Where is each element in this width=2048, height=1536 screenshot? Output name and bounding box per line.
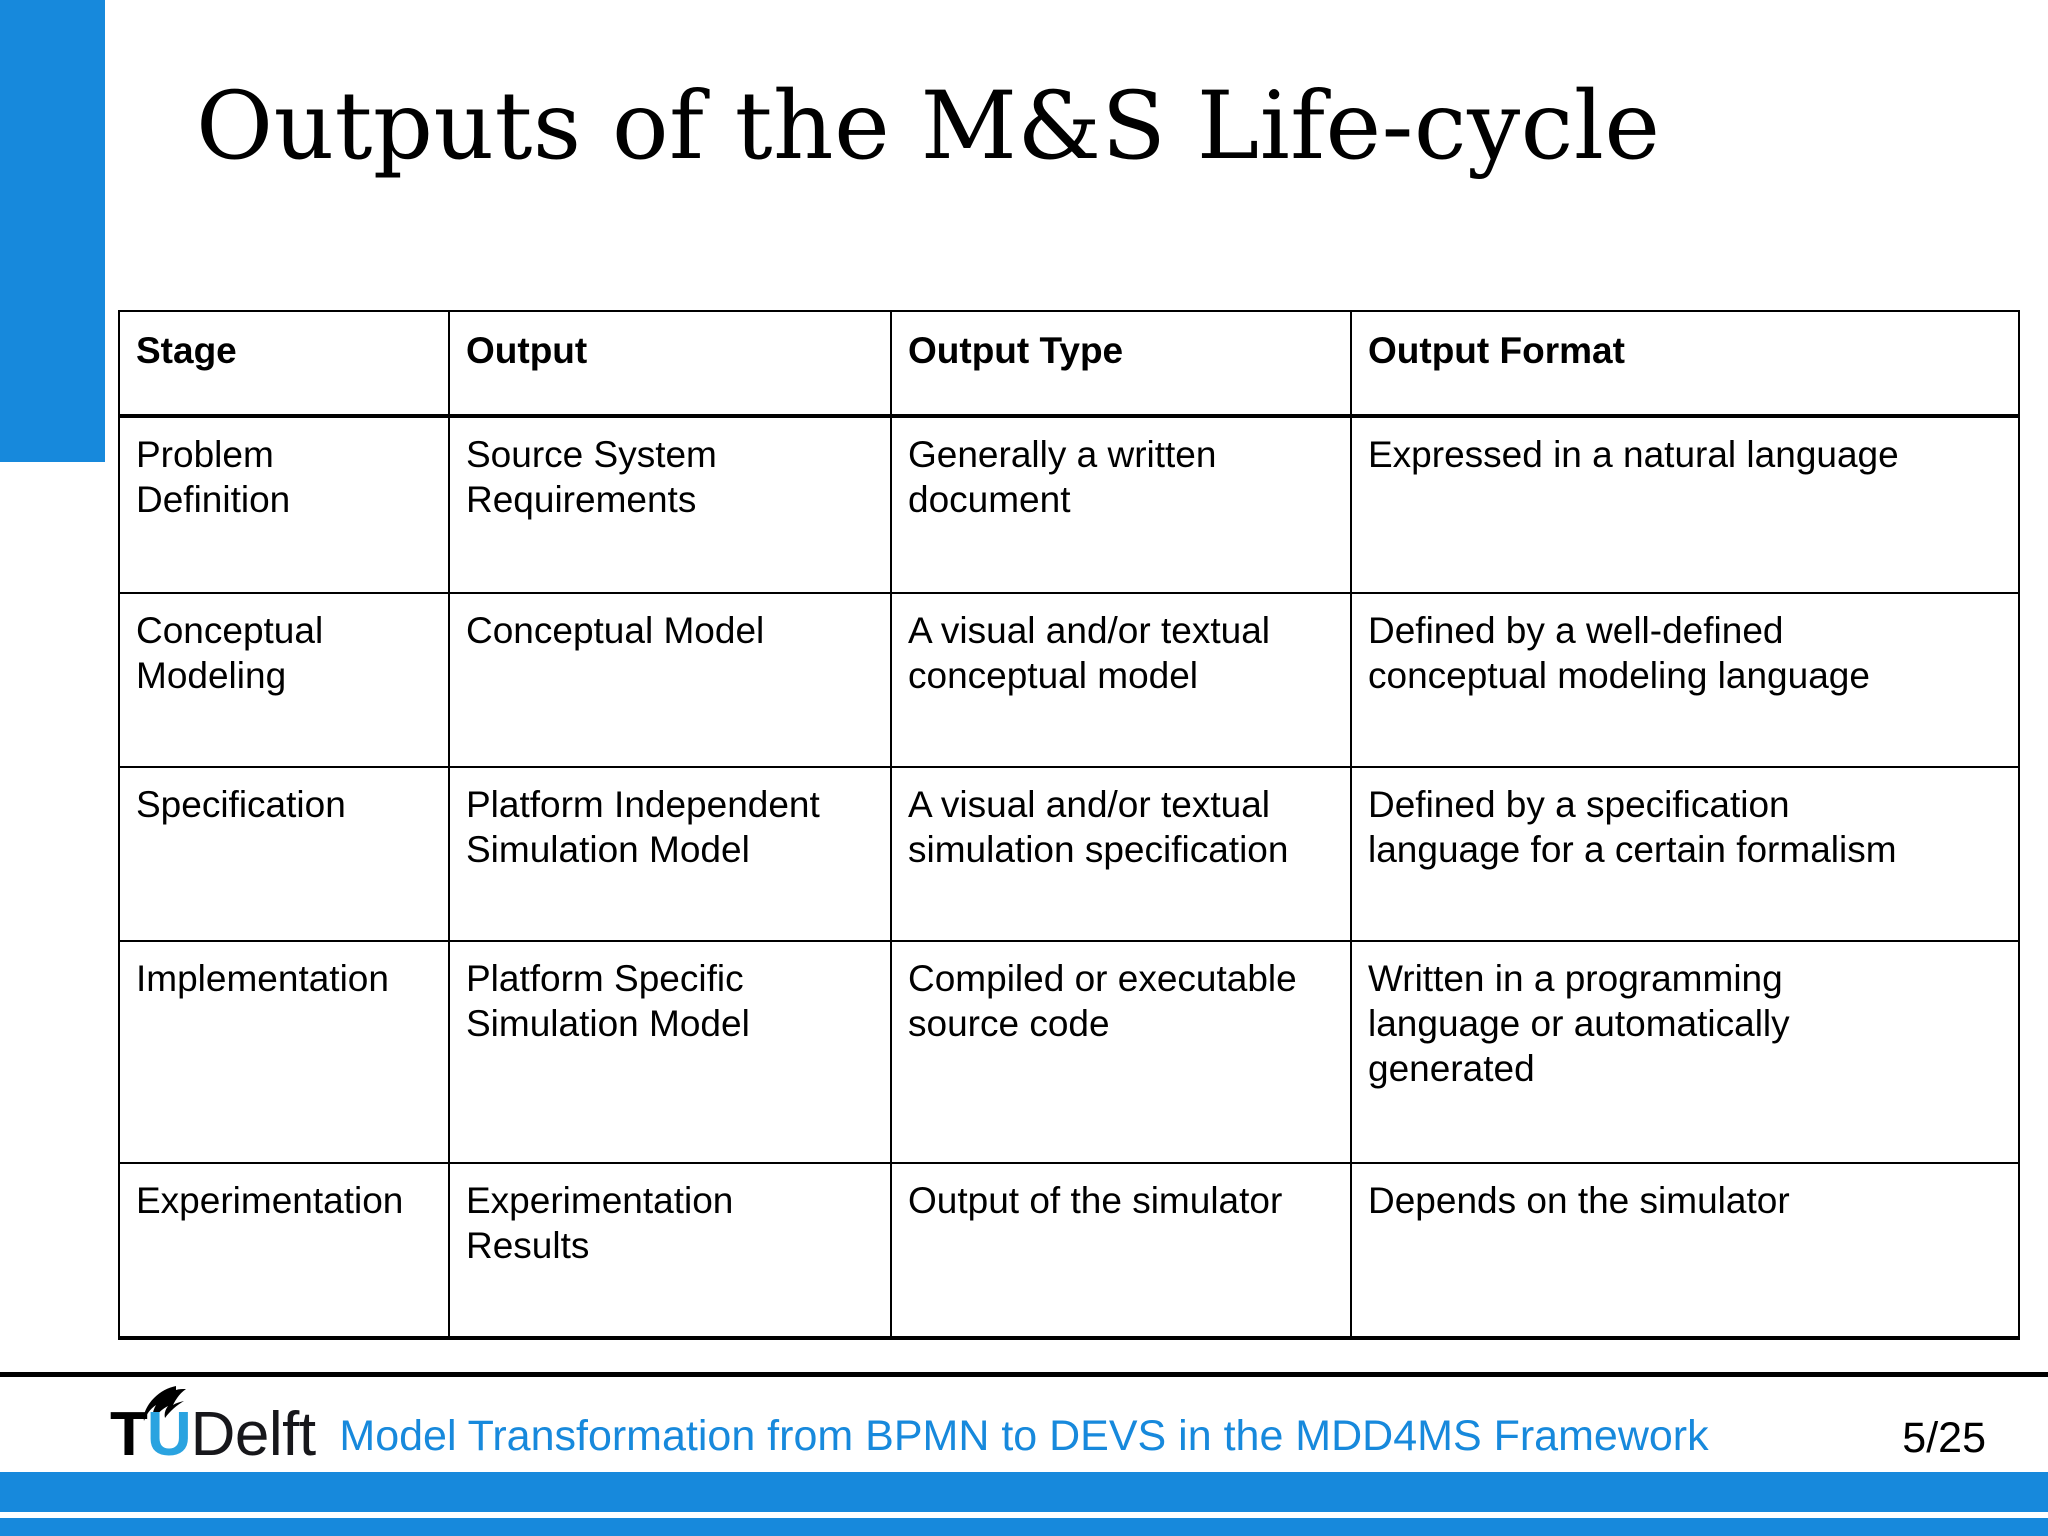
cell-line: Requirements	[466, 479, 697, 521]
cell-line: source code	[908, 1003, 1110, 1045]
cell-line: Platform Independent	[466, 784, 820, 825]
cell-output-type: Generally a written document	[890, 415, 1352, 594]
cell-line: Results	[466, 1225, 590, 1267]
table-body: Problem Definition Source System Require…	[118, 415, 2020, 1340]
cell-output-format: Expressed in a natural language	[1350, 415, 2020, 594]
cell-line: Generally a written	[908, 434, 1217, 475]
cell-line: Conceptual Model	[466, 610, 765, 651]
cell-line: Written in a programming	[1368, 958, 1783, 999]
cell-line: Output of the simulator	[908, 1180, 1283, 1221]
cell-line: language for a certain formalism	[1368, 829, 1897, 871]
cell-output-format: Depends on the simulator	[1350, 1162, 2020, 1340]
column-header-output-format: Output Format	[1350, 310, 2020, 418]
cell-line: generated	[1368, 1048, 1535, 1090]
cell-stage: Specification	[118, 766, 450, 942]
logo-word-delft: Delft	[190, 1400, 316, 1469]
footer	[0, 1377, 2048, 1472]
cell-line: A visual and/or textual	[908, 610, 1270, 651]
table-row: Specification Platform Independent Simul…	[118, 766, 2020, 942]
cell-line: Depends on the simulator	[1368, 1180, 1790, 1221]
cell-line: A visual and/or textual	[908, 784, 1270, 825]
cell-line: Defined by a specification	[1368, 784, 1790, 825]
cell-line: Simulation Model	[466, 829, 750, 871]
cell-output: Experimentation Results	[448, 1162, 892, 1340]
cell-stage: Experimentation	[118, 1162, 450, 1340]
cell-stage: Problem Definition	[118, 415, 450, 594]
bottom-accent-bar-secondary	[0, 1518, 2048, 1536]
table-header-row: Stage Output Output Type Output Format	[118, 310, 2020, 418]
cell-line: Simulation Model	[466, 1003, 750, 1045]
cell-line: simulation specification	[908, 829, 1289, 871]
left-accent-bar	[0, 0, 105, 462]
page-number: 5/25	[1902, 1414, 1986, 1462]
tu-delft-logo: TUDelft	[110, 1386, 370, 1466]
cell-output: Source System Requirements	[448, 415, 892, 594]
page-title: Outputs of the M&S Life-cycle	[196, 72, 1661, 181]
table-row: Experimentation Experimentation Results …	[118, 1162, 2020, 1340]
cell-line: Modeling	[136, 655, 287, 697]
cell-line: Implementation	[136, 958, 389, 999]
cell-output-type: Compiled or executable source code	[890, 940, 1352, 1164]
cell-output-format: Defined by a specification language for …	[1350, 766, 2020, 942]
outputs-table-container: Stage Output Output Type Output Format P…	[118, 310, 2020, 1340]
footer-divider	[0, 1372, 2048, 1377]
cell-line: document	[908, 479, 1071, 521]
cell-output: Conceptual Model	[448, 592, 892, 768]
cell-line: language or automatically	[1368, 1003, 1790, 1045]
cell-output-format: Defined by a well-defined conceptual mod…	[1350, 592, 2020, 768]
logo-letter-u: U	[146, 1400, 192, 1469]
cell-stage: Implementation	[118, 940, 450, 1164]
cell-line: Platform Specific	[466, 958, 744, 999]
bottom-accent-bar-primary	[0, 1472, 2048, 1512]
tu-delft-logo-text: TUDelft	[110, 1404, 316, 1466]
footer-title: Model Transformation from BPMN to DEVS i…	[339, 1412, 1709, 1460]
cell-line: conceptual model	[908, 655, 1199, 697]
table-header: Stage Output Output Type Output Format	[118, 310, 2020, 418]
cell-output: Platform Independent Simulation Model	[448, 766, 892, 942]
cell-line: Problem	[136, 434, 274, 475]
outputs-table: Stage Output Output Type Output Format P…	[118, 310, 2020, 1340]
cell-output-type: Output of the simulator	[890, 1162, 1352, 1340]
cell-line: Compiled or executable	[908, 958, 1297, 999]
cell-line: Experimentation	[136, 1180, 404, 1221]
cell-line: Conceptual	[136, 610, 324, 651]
cell-stage: Conceptual Modeling	[118, 592, 450, 768]
cell-line: Source System	[466, 434, 717, 475]
cell-line: conceptual modeling language	[1368, 655, 1870, 697]
flame-icon	[143, 1386, 186, 1421]
table-row: Problem Definition Source System Require…	[118, 415, 2020, 594]
cell-output-format: Written in a programming language or aut…	[1350, 940, 2020, 1164]
table-row: Implementation Platform Specific Simulat…	[118, 940, 2020, 1164]
cell-line: Definition	[136, 479, 291, 521]
column-header-output-type: Output Type	[890, 310, 1352, 418]
table-row: Conceptual Modeling Conceptual Model A v…	[118, 592, 2020, 768]
logo-letter-t: T	[110, 1400, 148, 1469]
column-header-output: Output	[448, 310, 892, 418]
cell-output: Platform Specific Simulation Model	[448, 940, 892, 1164]
cell-line: Experimentation	[466, 1180, 734, 1221]
cell-line: Defined by a well-defined	[1368, 610, 1784, 651]
column-header-stage: Stage	[118, 310, 450, 418]
cell-output-type: A visual and/or textual simulation speci…	[890, 766, 1352, 942]
cell-output-type: A visual and/or textual conceptual model	[890, 592, 1352, 768]
cell-line: Expressed in a natural language	[1368, 434, 1899, 475]
cell-line: Specification	[136, 784, 346, 825]
